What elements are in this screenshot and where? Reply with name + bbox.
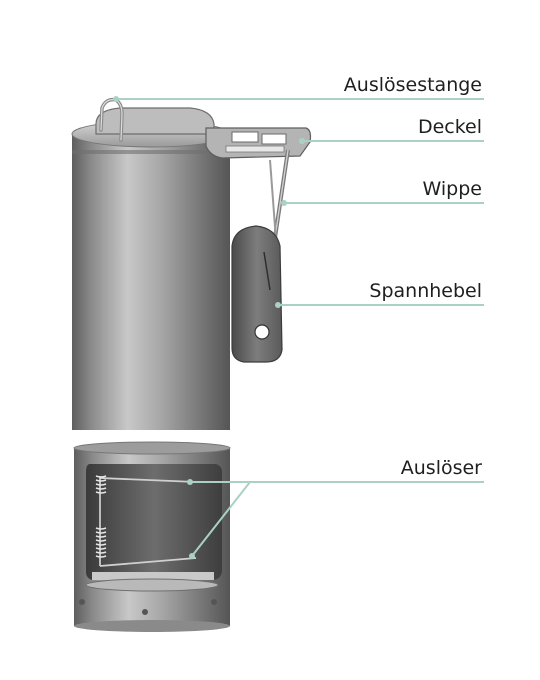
tension-lever xyxy=(231,225,283,363)
leader-ausloser-bottom xyxy=(191,481,251,557)
label-wippe: Wippe xyxy=(423,178,482,200)
lower-cylinder xyxy=(73,441,231,632)
leader-lines xyxy=(113,96,484,559)
lid xyxy=(95,107,312,159)
label-ausloser: Auslöser xyxy=(401,457,482,479)
trigger-mechanism xyxy=(95,475,197,567)
upper-cylinder xyxy=(71,120,231,436)
label-spannhebel: Spannhebel xyxy=(369,280,482,302)
label-auslosestange: Auslösestange xyxy=(344,74,482,96)
label-deckel: Deckel xyxy=(418,116,482,138)
